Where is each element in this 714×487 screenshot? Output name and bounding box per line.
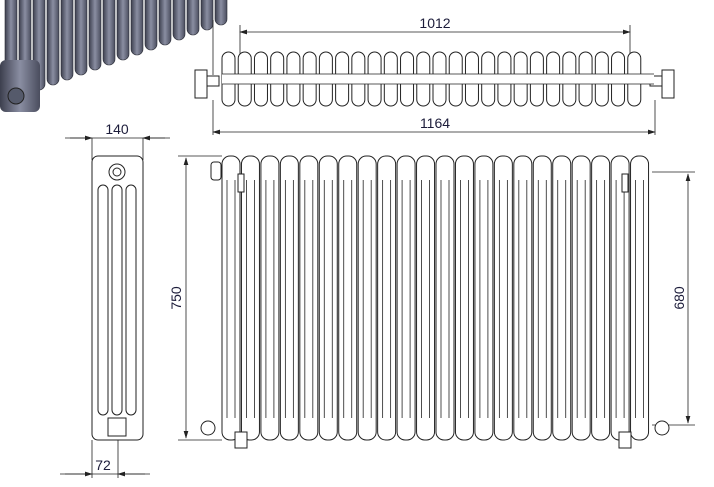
front-column [493,155,513,441]
render-column [46,0,60,86]
plug-icon [210,161,222,181]
render-column [214,0,228,26]
render-column [74,0,88,76]
front-column [591,155,611,441]
valve-cap-icon [200,420,216,436]
front-column [279,155,299,441]
dimension-680: 680 [671,286,687,310]
top-view: 1012 1164 [194,15,675,135]
front-column [221,155,241,441]
render-column [186,0,200,36]
render-column [130,0,144,56]
front-column [240,155,260,441]
front-column [260,155,280,441]
front-column [338,155,358,441]
front-column [552,155,572,441]
bracket-icon [621,173,629,193]
render-column [102,0,116,66]
side-view: 140 72 [60,121,170,478]
dimension-750: 750 [168,286,184,310]
front-column [513,155,533,441]
valve-left-icon [194,69,220,99]
front-column [532,155,552,441]
render-column [60,0,74,81]
render-column [116,0,130,61]
front-column [454,155,474,441]
front-column [357,155,377,441]
render-column [200,0,214,31]
front-column [474,155,494,441]
dimension-72: 72 [95,457,111,473]
valve-cap-icon [654,420,670,436]
dimension-140: 140 [105,121,129,137]
foot-icon [618,431,632,449]
front-column [396,155,416,441]
dimension-1164: 1164 [420,115,450,131]
render-column [0,60,40,112]
render-column [144,0,158,51]
foot-icon [234,431,248,449]
radiator-3d-render [0,0,228,112]
dimension-1012: 1012 [419,15,450,31]
front-column [377,155,397,441]
front-column [630,155,650,441]
render-column [172,0,186,41]
front-column [299,155,319,441]
bracket-icon [237,173,245,193]
front-column [318,155,338,441]
render-column [158,0,172,46]
front-column [571,155,591,441]
front-column [610,155,630,441]
front-column [435,155,455,441]
valve-right-icon [649,69,675,99]
front-column [416,155,436,441]
front-view: 750 680 [168,155,695,449]
render-valve-icon [7,87,25,105]
render-column [88,0,102,71]
